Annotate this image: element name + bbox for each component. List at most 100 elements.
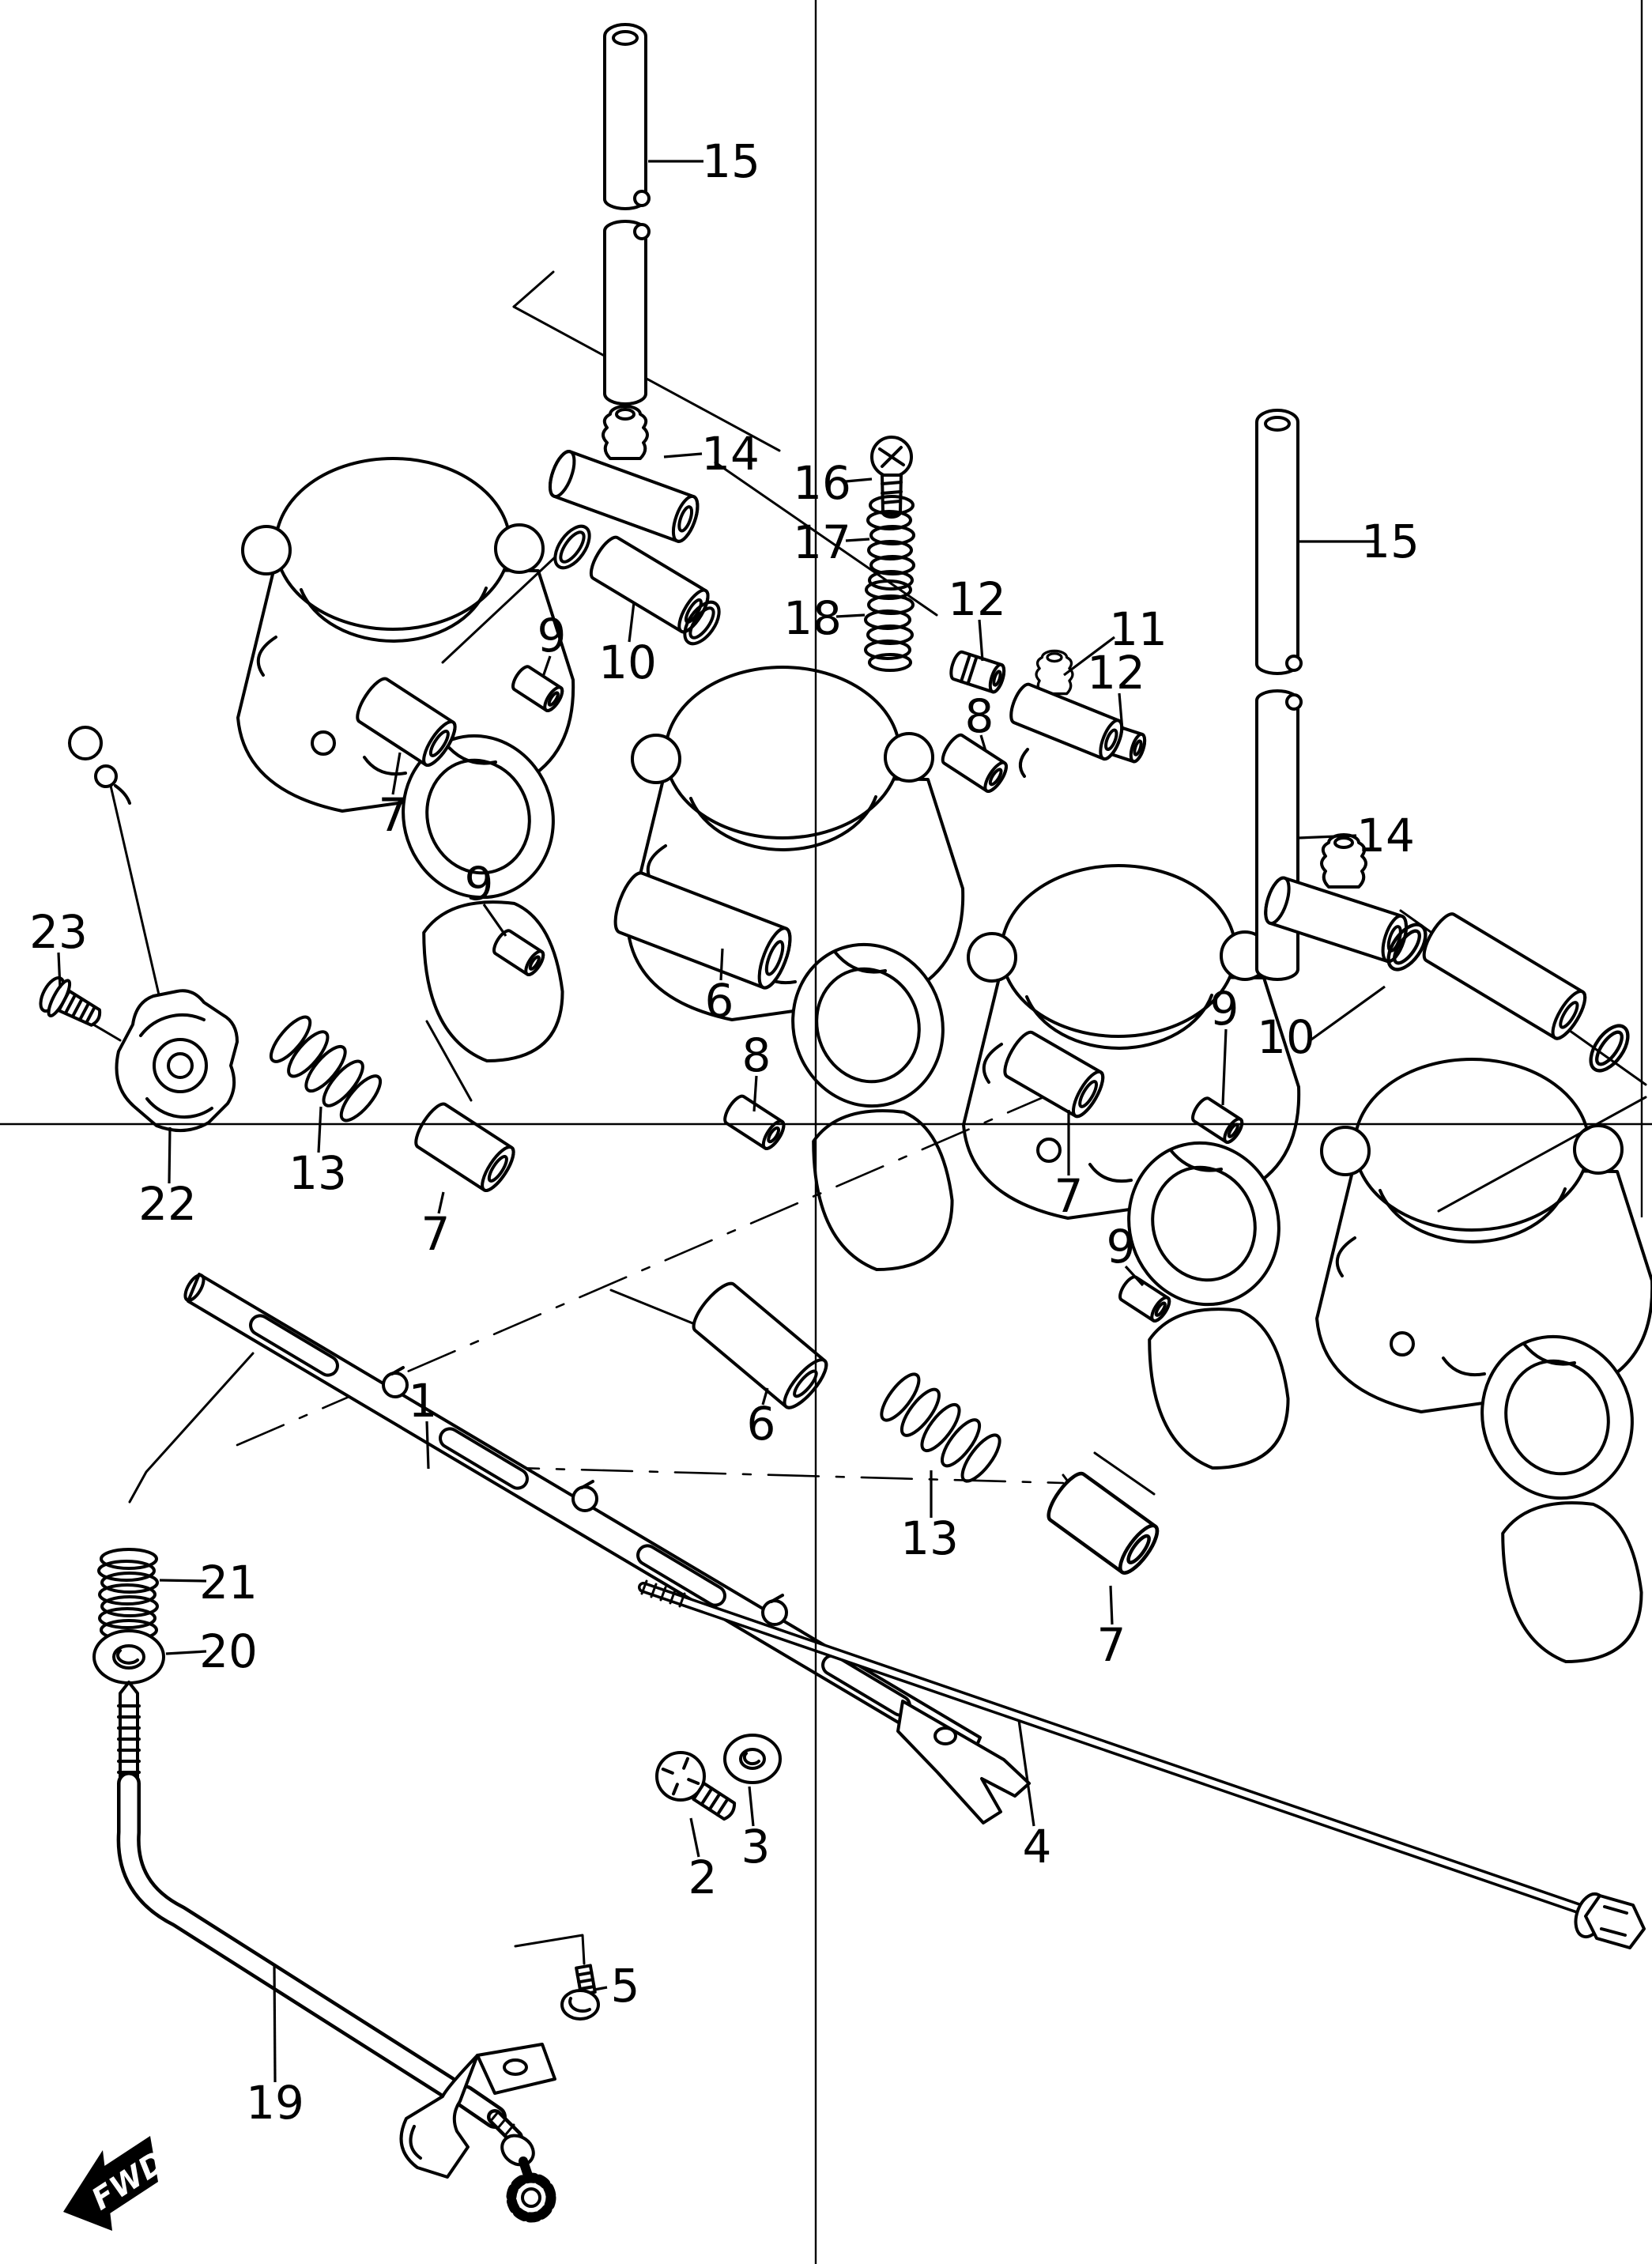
callout-17-spring-upper: 17 bbox=[793, 515, 851, 569]
part-23-screw bbox=[39, 976, 102, 1027]
callout-7-sleeve-center: 7 bbox=[1054, 1169, 1084, 1223]
callout-23-screw: 23 bbox=[29, 905, 88, 959]
carburetor-3 bbox=[962, 864, 1307, 1485]
leader-14-t-fitting-right bbox=[1297, 834, 1357, 840]
part-15-fuel-tube-left bbox=[603, 23, 651, 406]
leader-12-nipple-right bbox=[1118, 692, 1124, 731]
callout-15-fuel-tube-right: 15 bbox=[1361, 515, 1420, 568]
leader-7-sleeve-bottom bbox=[1109, 1585, 1114, 1625]
callout-18-spring-lower: 18 bbox=[783, 591, 842, 645]
part-10-joint-tube-right bbox=[1381, 912, 1635, 1077]
callout-8-nipple-lower: 8 bbox=[742, 1028, 771, 1082]
callout-9-nipple-carb1: 9 bbox=[465, 857, 494, 911]
callout-10-joint-tube-left: 10 bbox=[598, 636, 657, 689]
callout-9-nipple-carb2: 9 bbox=[537, 609, 567, 662]
part-1-fuel-rail bbox=[183, 1273, 1031, 1824]
leader-9-nipple-carb3 bbox=[1221, 1028, 1228, 1106]
callout-20-washer: 20 bbox=[199, 1624, 258, 1678]
fwd-arrow-icon: FWD bbox=[63, 2136, 172, 2231]
callout-7-sleeve-carb1: 7 bbox=[379, 788, 408, 842]
callout-19-choke-pipe: 19 bbox=[246, 2076, 304, 2130]
carb1-inlet-fittings bbox=[68, 726, 131, 805]
callout-15-fuel-tube-left: 15 bbox=[702, 134, 760, 188]
part-12-nipple-left bbox=[946, 648, 1009, 696]
part-22-throttle-cam bbox=[115, 989, 239, 1133]
part-2-screw bbox=[655, 1751, 737, 1821]
part-6-tube-lower bbox=[692, 1281, 828, 1409]
part-8-nipple-lower bbox=[723, 1094, 786, 1150]
callout-3-washer: 3 bbox=[741, 1820, 771, 1873]
leader-19-choke-pipe bbox=[273, 1963, 277, 2083]
leader-20-washer bbox=[165, 1650, 207, 1655]
callout-13-spring-right: 13 bbox=[900, 1511, 959, 1565]
part-14-t-fitting-left bbox=[548, 405, 700, 543]
callout-7-sleeve-left-lower: 7 bbox=[421, 1207, 451, 1261]
carburetor-2 bbox=[626, 666, 971, 1286]
part-10-joint-tube-left bbox=[546, 519, 728, 651]
leader-16-screw bbox=[845, 477, 873, 483]
callout-12-nipple-right: 12 bbox=[1087, 646, 1145, 700]
leader-11-t-fitting-center bbox=[1063, 636, 1115, 677]
part-19-choke-pipe bbox=[116, 1681, 556, 2223]
leader-9-nipple-carb4 bbox=[1124, 1265, 1145, 1287]
leader-13-spring-left bbox=[317, 1106, 322, 1153]
part-7-sleeve-left-lower bbox=[409, 1098, 521, 1197]
callout-6-tube-upper: 6 bbox=[705, 974, 734, 1028]
callout-21-spring: 21 bbox=[199, 1556, 258, 1609]
carburetor-4 bbox=[1315, 1058, 1652, 1678]
leader-1-fuel-rail bbox=[425, 1421, 430, 1470]
leader-4-throttle-rod bbox=[1017, 1719, 1035, 1827]
callout-14-t-fitting-right: 14 bbox=[1356, 809, 1415, 862]
leader-10-joint-tube-right bbox=[1311, 985, 1386, 1041]
part-8-tube-upper bbox=[941, 733, 1008, 793]
callout-9-nipple-carb3: 9 bbox=[1210, 982, 1239, 1036]
construction-lines bbox=[92, 270, 1647, 1965]
part-20-washer bbox=[92, 1629, 165, 1685]
leader-8-nipple-lower bbox=[752, 1075, 758, 1112]
leader-21-spring bbox=[159, 1579, 207, 1583]
callout-9-nipple-carb4: 9 bbox=[1107, 1220, 1136, 1274]
part-3-washer bbox=[723, 1734, 782, 1784]
part-18-spring bbox=[864, 579, 915, 672]
leader-8-tube-upper bbox=[979, 734, 987, 752]
part-4-throttle-rod bbox=[638, 1579, 1646, 1949]
callout-6-tube-lower: 6 bbox=[747, 1397, 776, 1451]
leader-9-nipple-carb1 bbox=[482, 904, 507, 937]
part-21-spring bbox=[97, 1548, 159, 1641]
leader-23-screw bbox=[57, 952, 62, 989]
leader-2-screw bbox=[689, 1817, 700, 1858]
callout-10-joint-tube-right: 10 bbox=[1257, 1010, 1315, 1064]
part-13-spring-left bbox=[269, 1015, 383, 1123]
part-5-screw bbox=[560, 1964, 600, 2021]
choke-cable-bracket bbox=[399, 2043, 556, 2179]
leader-22-throttle-cam bbox=[168, 1126, 172, 1184]
leader-12-nipple-left bbox=[978, 619, 984, 662]
leader-6-tube-lower bbox=[761, 1387, 769, 1406]
callout-16-screw: 16 bbox=[793, 456, 851, 510]
callout-14-t-fitting-left: 14 bbox=[701, 427, 760, 481]
leader-18-spring-lower bbox=[835, 613, 866, 618]
leader-9-nipple-carb2 bbox=[541, 655, 552, 677]
leader-6-tube-upper bbox=[719, 948, 724, 981]
part-17-spring bbox=[866, 495, 915, 591]
callout-5-screw: 5 bbox=[611, 1959, 640, 2013]
carburetor-1 bbox=[236, 457, 581, 1077]
callout-1-fuel-rail: 1 bbox=[409, 1374, 438, 1428]
callout-4-throttle-rod: 4 bbox=[1023, 1820, 1052, 1873]
callout-2-screw: 2 bbox=[688, 1851, 718, 1904]
part-16-screw bbox=[870, 436, 913, 519]
callout-22-throttle-cam: 22 bbox=[138, 1177, 197, 1231]
callout-8-tube-upper: 8 bbox=[965, 689, 994, 743]
part-6-tube-upper bbox=[613, 871, 792, 990]
callout-13-spring-left: 13 bbox=[289, 1146, 347, 1200]
leader-7-sleeve-left-lower bbox=[437, 1191, 445, 1214]
callout-7-sleeve-bottom: 7 bbox=[1097, 1618, 1126, 1672]
leader-3-washer bbox=[748, 1786, 755, 1827]
callout-11-t-fitting-center: 11 bbox=[1109, 602, 1167, 656]
leader-10-joint-tube-left bbox=[628, 602, 636, 643]
part-7-sleeve-bottom bbox=[1043, 1469, 1164, 1578]
leader-7-sleeve-carb1 bbox=[391, 752, 402, 795]
